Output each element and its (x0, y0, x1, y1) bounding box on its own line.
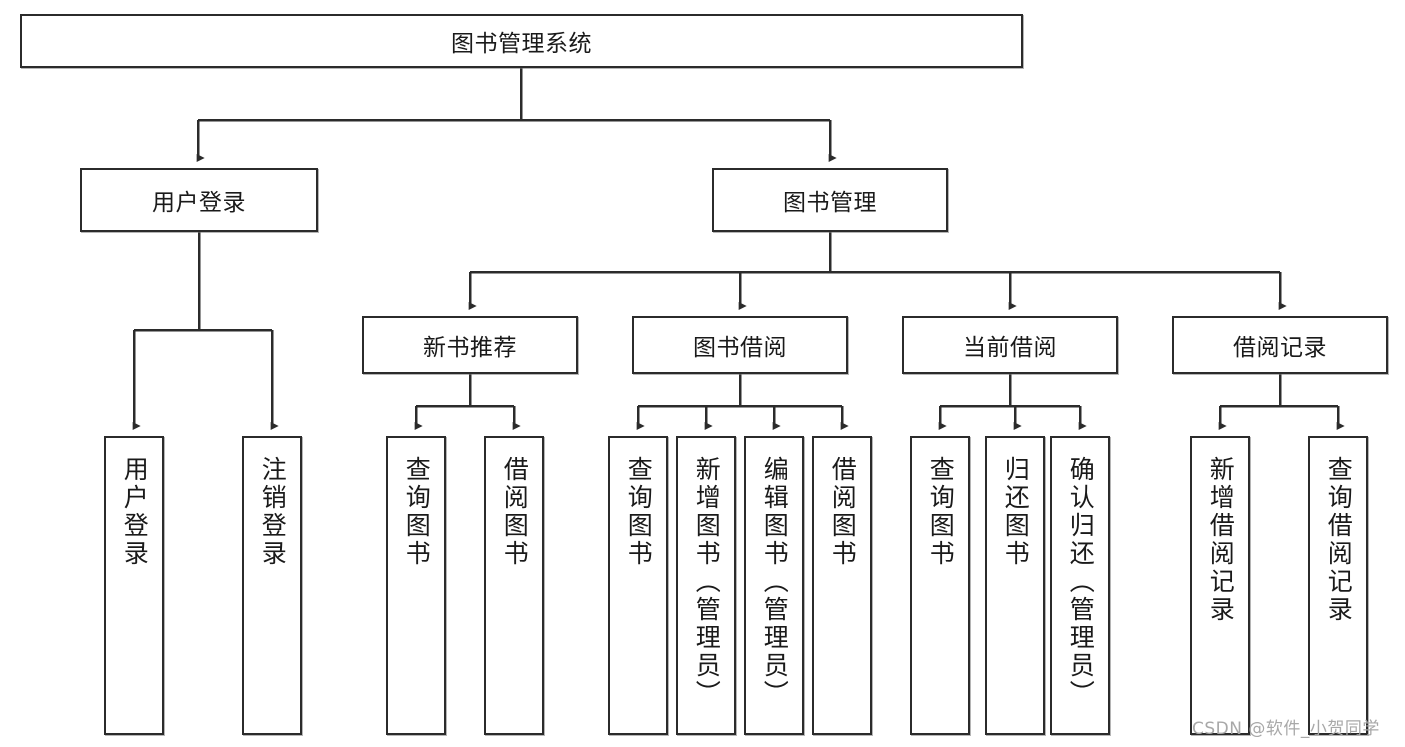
node-leaf-add-book-admin-label: 新增图书（管理员） (692, 456, 722, 708)
node-leaf-query-borrow-record-label: 查询借阅记录 (1324, 456, 1354, 624)
node-leaf-query-book-rec[interactable]: 查询图书 (386, 436, 446, 735)
node-new-book-recommend-label: 新书推荐 (423, 335, 517, 361)
node-borrow-records-label: 借阅记录 (1233, 335, 1327, 361)
node-book-borrow[interactable]: 图书借阅 (632, 316, 848, 374)
node-leaf-edit-book-admin-label: 编辑图书（管理员） (760, 456, 790, 708)
node-leaf-add-borrow-record-label: 新增借阅记录 (1206, 456, 1236, 624)
node-book-management-label: 图书管理 (783, 190, 877, 216)
node-leaf-return-book[interactable]: 归还图书 (985, 436, 1045, 735)
node-leaf-user-logout[interactable]: 注销登录 (242, 436, 302, 735)
node-user-login-label: 用户登录 (152, 190, 246, 216)
node-leaf-query-book-rec-label: 查询图书 (402, 456, 432, 568)
node-leaf-add-book-admin[interactable]: 新增图书（管理员） (676, 436, 736, 735)
node-leaf-user-logout-label: 注销登录 (258, 456, 288, 568)
node-leaf-query-book-borrow-label: 查询图书 (624, 456, 654, 568)
node-leaf-query-book-current-label: 查询图书 (926, 456, 956, 568)
node-leaf-query-borrow-record[interactable]: 查询借阅记录 (1308, 436, 1368, 735)
node-leaf-query-book-current[interactable]: 查询图书 (910, 436, 970, 735)
node-leaf-edit-book-admin[interactable]: 编辑图书（管理员） (744, 436, 804, 735)
node-leaf-borrow-book-rec[interactable]: 借阅图书 (484, 436, 544, 735)
node-user-login[interactable]: 用户登录 (80, 168, 318, 232)
node-borrow-records[interactable]: 借阅记录 (1172, 316, 1388, 374)
node-current-borrow[interactable]: 当前借阅 (902, 316, 1118, 374)
csdn-watermark: CSDN @软件_小贺同学 (1192, 719, 1380, 739)
node-leaf-confirm-return-admin[interactable]: 确认归还（管理员） (1050, 436, 1110, 735)
node-book-borrow-label: 图书借阅 (693, 335, 787, 361)
node-leaf-user-login-label: 用户登录 (120, 456, 150, 568)
node-leaf-add-borrow-record[interactable]: 新增借阅记录 (1190, 436, 1250, 735)
node-leaf-borrow-book[interactable]: 借阅图书 (812, 436, 872, 735)
node-leaf-borrow-book-rec-label: 借阅图书 (500, 456, 530, 568)
node-leaf-return-book-label: 归还图书 (1001, 456, 1031, 568)
node-root-label: 图书管理系统 (451, 31, 592, 57)
node-root[interactable]: 图书管理系统 (20, 14, 1023, 68)
node-book-management[interactable]: 图书管理 (712, 168, 948, 232)
node-leaf-query-book-borrow[interactable]: 查询图书 (608, 436, 668, 735)
node-current-borrow-label: 当前借阅 (963, 335, 1057, 361)
node-leaf-confirm-return-admin-label: 确认归还（管理员） (1066, 456, 1096, 708)
node-leaf-user-login[interactable]: 用户登录 (104, 436, 164, 735)
node-leaf-borrow-book-label: 借阅图书 (828, 456, 858, 568)
node-new-book-recommend[interactable]: 新书推荐 (362, 316, 578, 374)
